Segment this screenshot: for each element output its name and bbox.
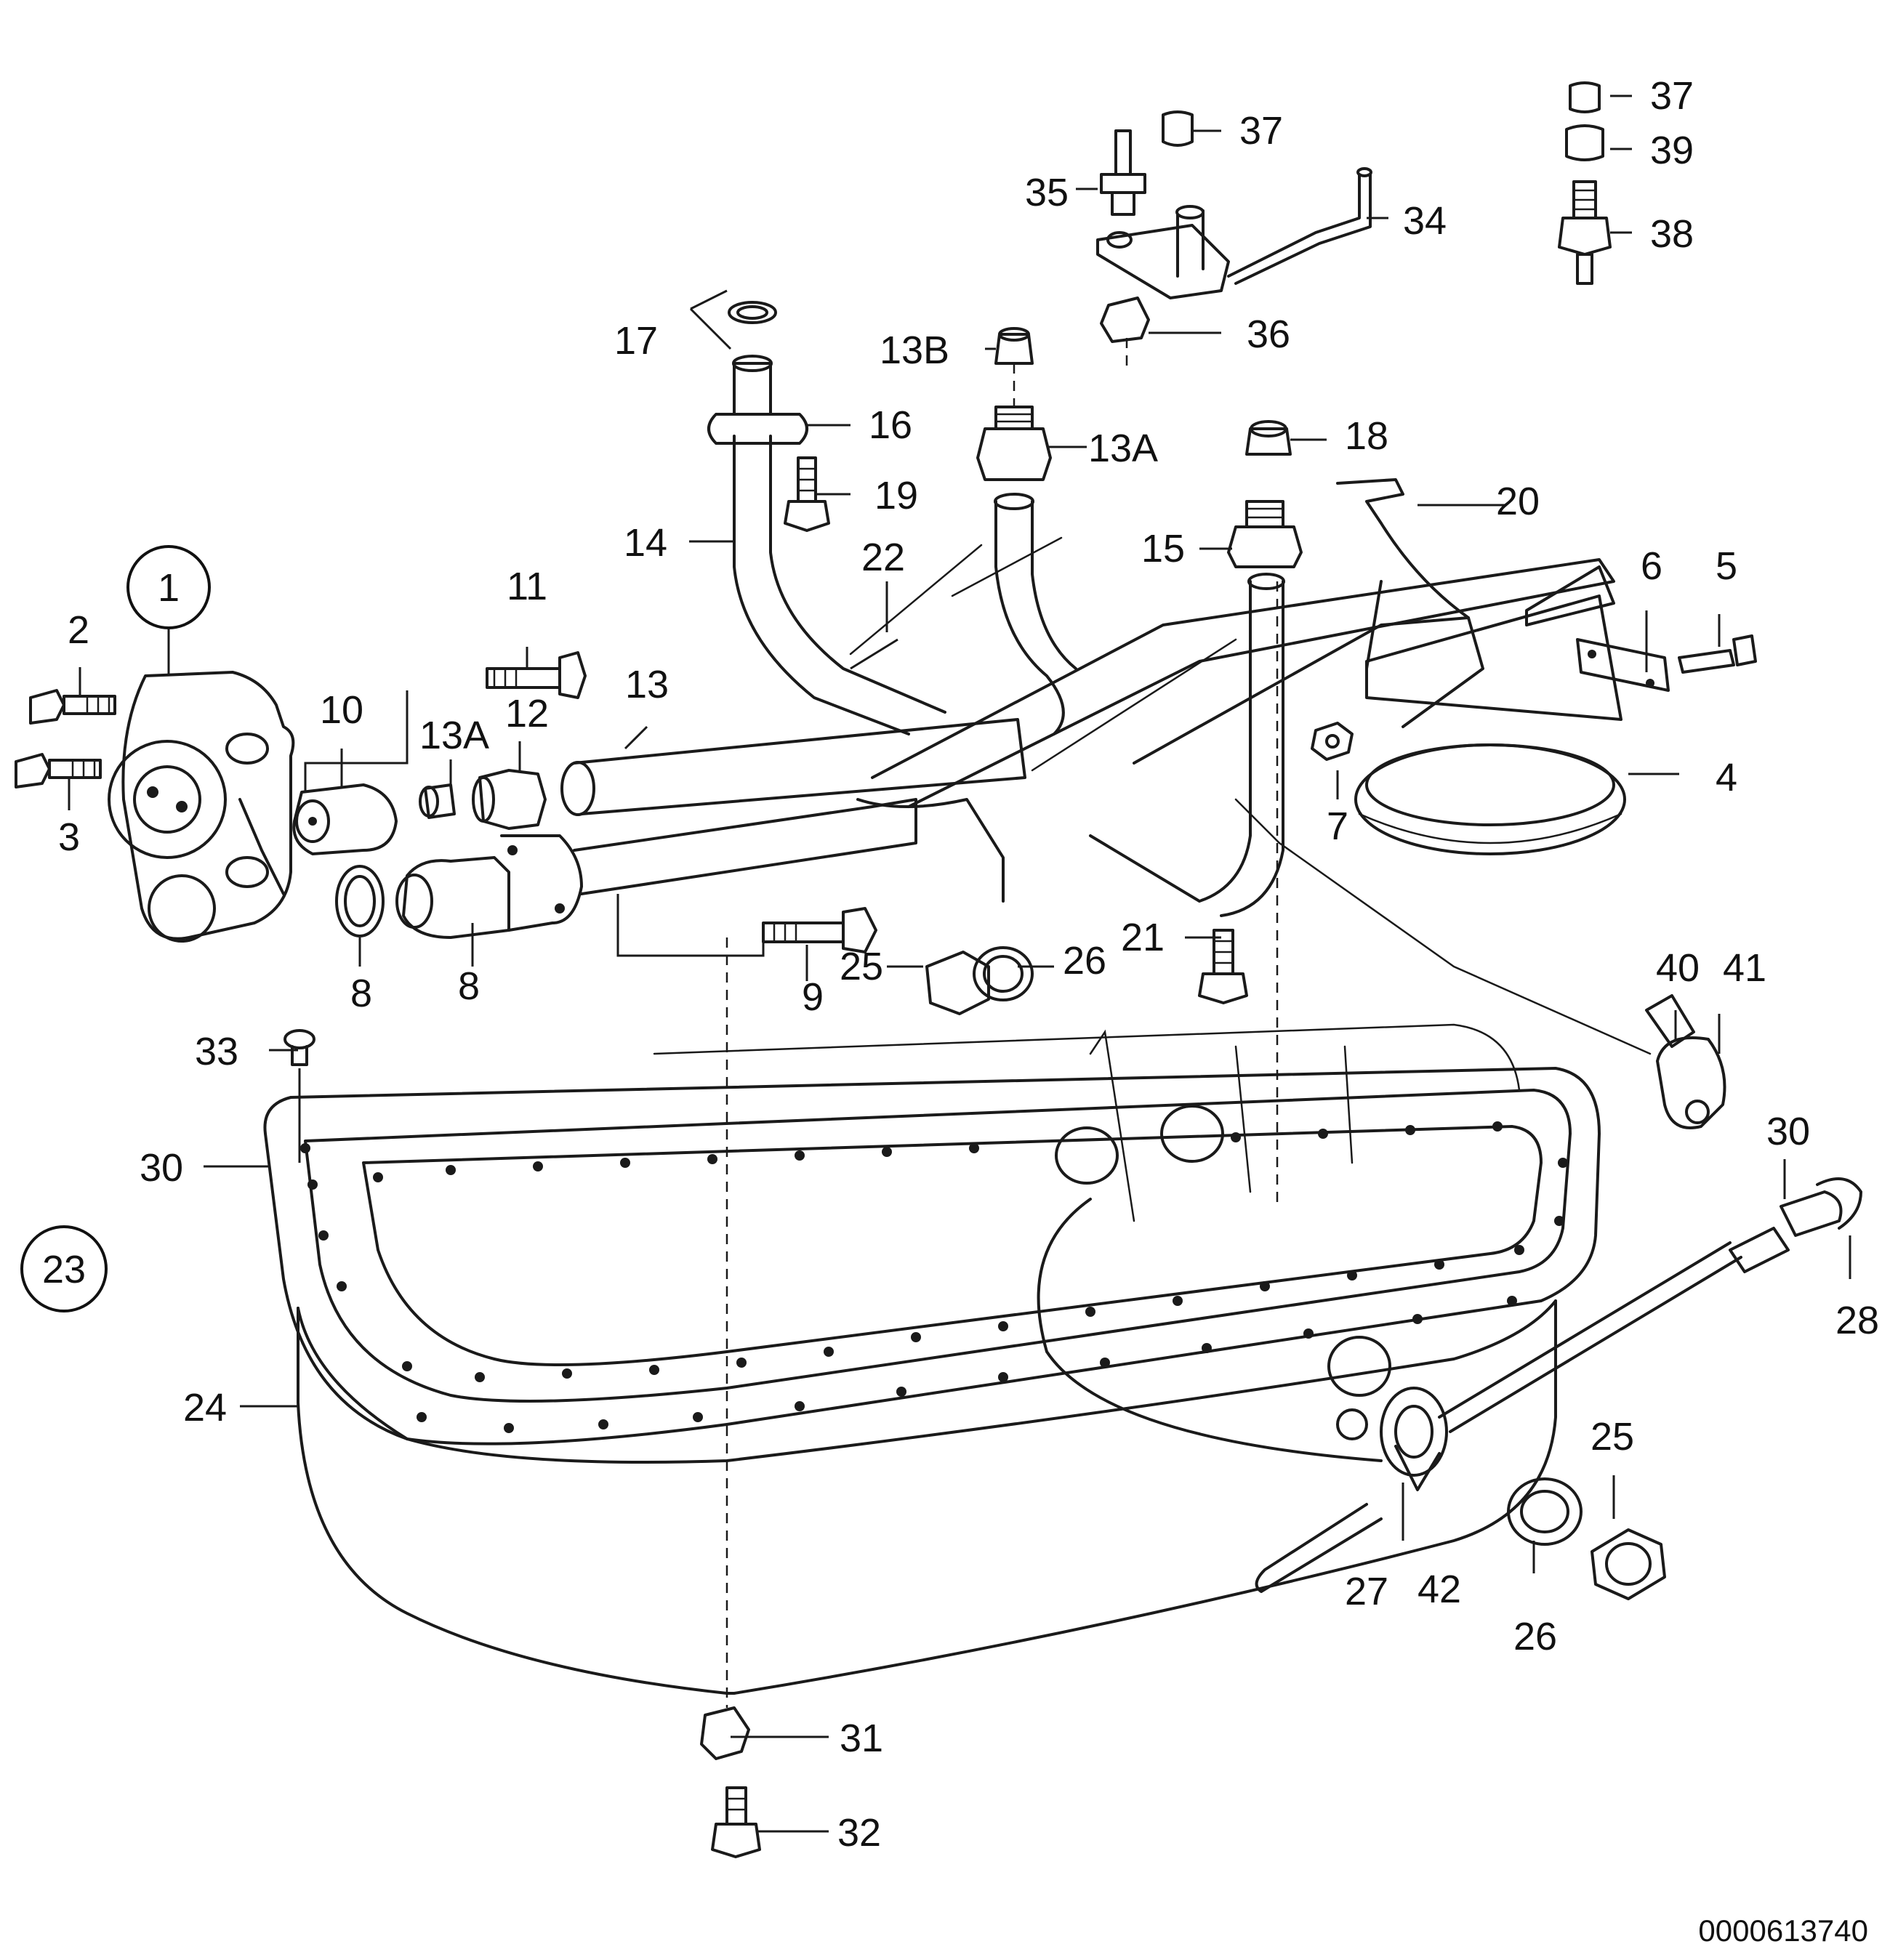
bolt-21	[1198, 929, 1248, 1004]
pipe-15	[1089, 573, 1285, 917]
callout-37-right: 37	[1650, 74, 1694, 118]
bracket-frame	[856, 558, 1652, 1055]
callout-24: 24	[183, 1386, 227, 1429]
callout-13: 13	[625, 663, 669, 706]
callout-26-mid: 26	[1063, 939, 1106, 983]
pipe-22	[849, 493, 1077, 735]
drain-plug	[700, 1706, 761, 1858]
callout-11: 11	[507, 565, 547, 608]
reference-number: 0000613740	[1698, 1913, 1868, 1948]
callout-19: 19	[874, 474, 918, 517]
callout-14: 14	[624, 521, 667, 565]
callout-13b: 13B	[880, 328, 949, 372]
plug-33	[284, 1029, 315, 1066]
callout-42: 42	[1418, 1568, 1461, 1611]
callout-34: 34	[1403, 199, 1447, 243]
callout-1: 1	[158, 566, 180, 610]
nut-seal-mid	[925, 946, 1034, 1015]
callout-8-left: 8	[350, 972, 372, 1015]
callout-25-right: 25	[1591, 1415, 1634, 1459]
callout-16: 16	[869, 403, 912, 447]
dipstick	[1255, 1177, 1862, 1593]
nut-seal-right	[1507, 1477, 1666, 1600]
callout-15: 15	[1141, 527, 1185, 570]
sensor-40-41	[1645, 994, 1726, 1129]
callout-25-mid: 25	[840, 945, 883, 988]
callout-6: 6	[1641, 544, 1662, 588]
callout-36: 36	[1247, 312, 1290, 356]
pump-bolts	[15, 689, 116, 789]
callout-8-right: 8	[458, 964, 480, 1008]
callout-21: 21	[1121, 916, 1165, 959]
bolt-19	[784, 456, 830, 532]
callout-35: 35	[1025, 171, 1069, 214]
callout-circle-23	[20, 1225, 108, 1312]
callout-13a-left: 13A	[419, 714, 489, 757]
callouts: 1 23 2 3 10 11 13A 12 13 8 8 9 25 26 14 …	[20, 74, 1879, 1855]
callout-2: 2	[68, 608, 89, 652]
bolt-11	[486, 651, 587, 699]
strainer-4	[1354, 565, 1757, 855]
oil-pan	[263, 1023, 1601, 1695]
callout-40: 40	[1656, 946, 1700, 990]
callout-31: 31	[840, 1717, 883, 1760]
callout-17: 17	[614, 319, 658, 363]
callout-13a-top: 13A	[1088, 427, 1158, 470]
oil-pump	[108, 671, 295, 943]
callout-20: 20	[1496, 480, 1540, 523]
sensor-stack-37-39-38	[1558, 81, 1612, 285]
pipe-14	[707, 301, 946, 735]
callout-30-right: 30	[1766, 1110, 1810, 1153]
callout-33: 33	[195, 1030, 238, 1073]
callout-5: 5	[1716, 544, 1737, 588]
callout-37-left: 37	[1239, 109, 1283, 153]
callout-26-right: 26	[1513, 1615, 1557, 1658]
callout-12: 12	[505, 692, 549, 735]
callout-9: 9	[802, 975, 824, 1019]
callout-4: 4	[1716, 756, 1737, 799]
callout-32: 32	[837, 1811, 881, 1855]
callout-3: 3	[58, 815, 80, 859]
callout-10: 10	[320, 688, 363, 732]
callout-38: 38	[1650, 212, 1694, 256]
callout-41: 41	[1723, 946, 1766, 990]
callout-18: 18	[1345, 414, 1388, 458]
callout-39: 39	[1650, 129, 1694, 172]
fittings-15-18	[1227, 420, 1303, 568]
sensor-bracket-34-36	[1096, 110, 1372, 343]
fittings-12-13a	[419, 769, 547, 830]
dashed-alignment-lines	[725, 218, 1279, 1708]
callout-7: 7	[1327, 804, 1348, 848]
callout-30-left: 30	[140, 1146, 183, 1190]
callout-circle-1	[126, 545, 211, 629]
callout-23: 23	[42, 1248, 86, 1291]
pipe-13	[560, 718, 1026, 895]
callout-28: 28	[1835, 1299, 1879, 1342]
callout-27: 27	[1345, 1570, 1388, 1613]
flange-bolt-holes	[300, 1121, 1568, 1433]
bracket-20	[1336, 478, 1470, 670]
coupling-10	[292, 783, 398, 855]
seals-8	[335, 834, 583, 939]
callout-22: 22	[861, 536, 905, 579]
nut-7	[1311, 722, 1354, 761]
leader-lines	[68, 94, 1851, 1833]
